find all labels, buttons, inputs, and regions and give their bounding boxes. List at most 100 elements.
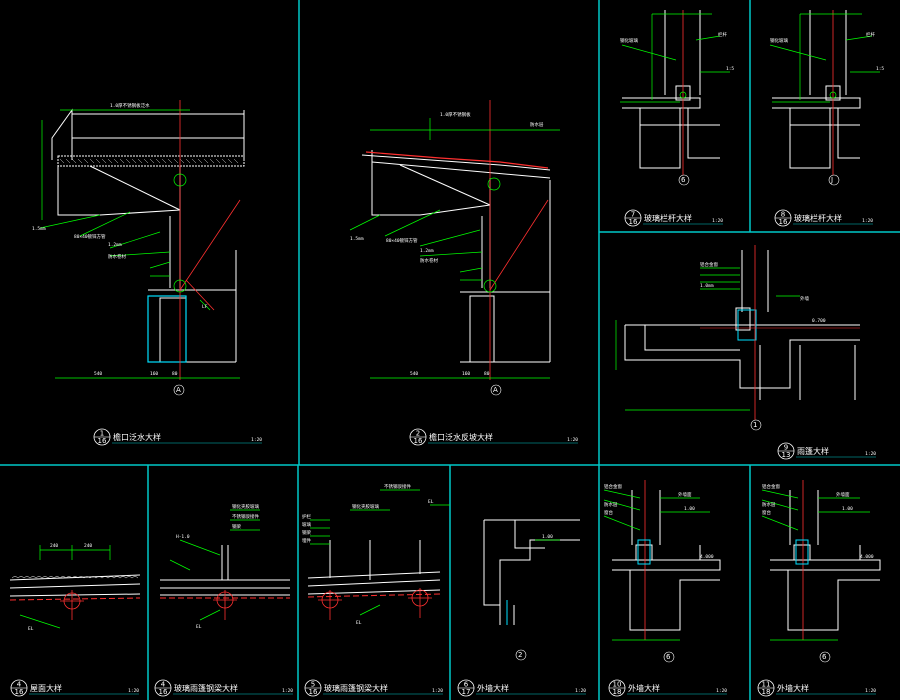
d2-dim-3: 80 <box>484 371 490 377</box>
detail-sheet-ref: 16 <box>309 688 318 696</box>
detail-title: 玻璃雨篷钢梁大样 <box>324 683 388 693</box>
detail-scale: 1:20 <box>567 437 578 443</box>
svg-text:6: 6 <box>822 653 827 661</box>
detail-11-exterior-wall: 铝合金窗 防水层 窗台 外墙面 1.00 4.000 6 <box>761 480 881 663</box>
svg-text:防水层: 防水层 <box>604 501 618 508</box>
detail-8-glass-railing: 钢化玻璃 栏杆 1:5 J <box>769 10 884 186</box>
detail-number: 11 <box>762 681 771 689</box>
svg-text:窗台: 窗台 <box>762 509 771 516</box>
detail-number: 9 <box>784 444 788 452</box>
svg-text:铝合金窗: 铝合金窗 <box>604 483 622 490</box>
svg-text:240: 240 <box>84 543 92 549</box>
svg-text:EL: EL <box>428 499 434 505</box>
svg-text:窗台: 窗台 <box>604 509 613 516</box>
svg-text:1: 1 <box>753 421 757 429</box>
svg-text:240: 240 <box>50 543 58 549</box>
svg-text:外墙面: 外墙面 <box>836 491 850 498</box>
detail-number: 5 <box>311 681 315 689</box>
svg-text:钢化玻璃: 钢化玻璃 <box>770 37 788 44</box>
detail-title: 屋面大样 <box>30 683 62 693</box>
detail-scale: 1:20 <box>865 451 876 457</box>
detail-number: 8 <box>781 211 785 219</box>
svg-text:1.00: 1.00 <box>842 506 853 512</box>
svg-text:铝合金窗: 铝合金窗 <box>762 483 780 490</box>
detail-sheet-ref: 16 <box>629 218 638 226</box>
svg-text:1.0厚不锈钢板: 1.0厚不锈钢板 <box>440 111 471 118</box>
detail-scale: 1:20 <box>128 688 139 694</box>
svg-text:EL: EL <box>356 620 362 626</box>
svg-text:6: 6 <box>681 176 686 184</box>
svg-text:1.2mm: 1.2mm <box>108 242 122 248</box>
svg-text:A: A <box>493 386 498 394</box>
svg-text:2: 2 <box>518 651 522 659</box>
detail-scale: 1:20 <box>862 218 873 224</box>
detail-scale: 1:20 <box>575 688 586 694</box>
d1-dim-2: 160 <box>150 371 158 377</box>
detail-title: 玻璃栏杆大样 <box>644 213 692 223</box>
svg-text:1.5mm: 1.5mm <box>350 236 364 242</box>
detail-title: 外墙大样 <box>777 683 809 693</box>
svg-text:0.700: 0.700 <box>812 318 826 324</box>
detail-number: 1 <box>100 430 104 438</box>
d2-dim-2: 160 <box>462 371 470 377</box>
detail-sheet-ref: 18 <box>762 688 771 696</box>
svg-text:1.5mm: 1.5mm <box>32 226 46 232</box>
svg-text:铝合金窗: 铝合金窗 <box>700 261 718 268</box>
detail-title: 外墙大样 <box>477 683 509 693</box>
detail-sheet-ref: 16 <box>15 688 24 696</box>
svg-text:4.000: 4.000 <box>860 554 874 560</box>
svg-text:栏杆: 栏杆 <box>718 31 727 38</box>
detail-scale: 1:20 <box>716 688 727 694</box>
svg-text:防水卷材: 防水卷材 <box>420 257 438 264</box>
title-block-d9: 617 外墙大样 1:20 <box>457 679 586 697</box>
svg-text:80×40镀锌方管: 80×40镀锌方管 <box>74 233 106 240</box>
detail-scale: 1:20 <box>282 688 293 694</box>
detail-title: 檐口泛水大样 <box>113 432 161 442</box>
detail-10-exterior-wall: 铝合金窗 防水层 窗台 外墙面 1.00 4.000 6 <box>603 480 721 663</box>
detail-number: 4 <box>17 681 22 689</box>
d1-dim-1: 540 <box>94 371 102 377</box>
detail-4-glass-canopy-beam: 钢化夹胶玻璃 不锈钢驳接件 钢梁 H-1.0 EL <box>160 503 290 630</box>
svg-text:80×40镀锌方管: 80×40镀锌方管 <box>386 237 418 244</box>
svg-text:钢梁: 钢梁 <box>232 523 241 530</box>
svg-text:防水层: 防水层 <box>530 121 544 128</box>
detail-2-eave-reverse: 1.0厚不锈钢板 防水层 1.5mm 80×40镀锌方管 1.2mm 防水卷材 … <box>349 100 560 396</box>
detail-4-roof: 240 240 EL <box>9 543 141 632</box>
detail-sheet-ref: 16 <box>159 688 168 696</box>
svg-text:LF: LF <box>202 304 208 310</box>
detail-title: 玻璃栏杆大样 <box>794 213 842 223</box>
detail-sheet-ref: 17 <box>462 688 471 696</box>
detail-number: 2 <box>416 430 420 438</box>
detail-number: 7 <box>631 211 635 219</box>
svg-text:4.000: 4.000 <box>700 554 714 560</box>
svg-text:1.0厚不锈钢板泛水: 1.0厚不锈钢板泛水 <box>110 102 150 109</box>
detail-6-exterior-wall: 1.00 2 <box>483 519 580 661</box>
svg-text:护栏: 护栏 <box>302 513 311 520</box>
detail-title: 檐口泛水反坡大样 <box>429 432 493 442</box>
detail-number: 6 <box>464 681 469 689</box>
title-block-d3: 716 玻璃栏杆大样 1:20 <box>624 209 723 227</box>
svg-text:1.00: 1.00 <box>684 506 695 512</box>
svg-text:1:5: 1:5 <box>876 66 884 72</box>
svg-text:6: 6 <box>666 653 671 661</box>
detail-scale: 1:20 <box>712 218 723 224</box>
svg-text:钢梁: 钢梁 <box>302 529 311 536</box>
detail-title: 外墙大样 <box>628 683 660 693</box>
detail-title: 雨篷大样 <box>797 446 829 456</box>
svg-text:栏杆: 栏杆 <box>866 31 875 38</box>
d1-dim-3: 80 <box>172 371 178 377</box>
detail-sheet-ref: 16 <box>414 437 423 445</box>
svg-text:H-1.0: H-1.0 <box>176 534 190 540</box>
svg-text:1.2mm: 1.2mm <box>420 248 434 254</box>
detail-number: 4 <box>161 681 166 689</box>
svg-text:防水卷材: 防水卷材 <box>108 253 126 260</box>
detail-sheet-ref: 18 <box>613 688 622 696</box>
